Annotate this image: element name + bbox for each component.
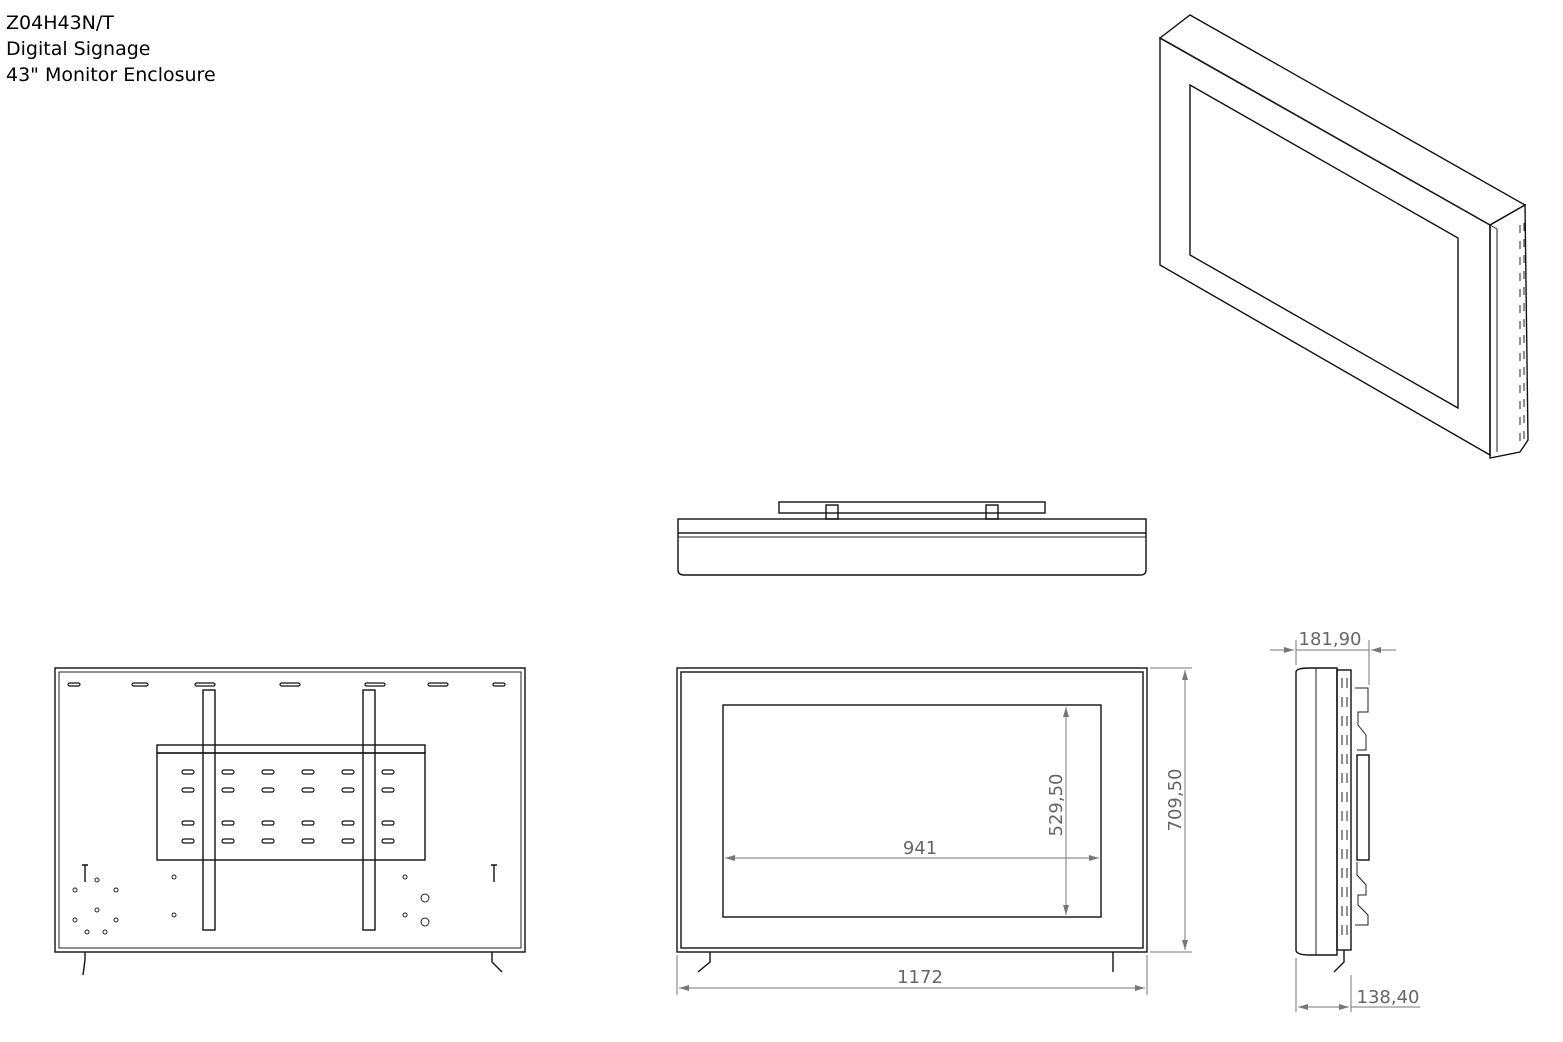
- screw-hole: [171, 874, 177, 880]
- screw-hole: [72, 917, 78, 923]
- mounting-slot: [381, 820, 395, 826]
- mounting-slot: [261, 838, 275, 844]
- window-height-label: 529,50: [1046, 774, 1067, 837]
- vent-slot: [194, 682, 216, 687]
- mounting-slot: [181, 820, 195, 826]
- mounting-slot: [381, 838, 395, 844]
- mounting-slot: [261, 787, 275, 793]
- screw-hole: [171, 912, 177, 918]
- vent-slot: [131, 682, 149, 687]
- window-width-label: 941: [903, 838, 937, 859]
- back-view: [54, 667, 526, 976]
- mounting-slot: [221, 838, 235, 844]
- screw-hole: [84, 929, 90, 935]
- mounting-slot: [341, 787, 355, 793]
- mounting-slot: [181, 838, 195, 844]
- mounting-slot: [181, 787, 195, 793]
- total-depth-label: 181,90: [1299, 629, 1362, 650]
- mounting-slot: [221, 787, 235, 793]
- screw-hole: [402, 912, 408, 918]
- screw-hole: [94, 907, 100, 913]
- mounting-slot: [381, 769, 395, 775]
- screw-hole: [72, 887, 78, 893]
- top-view: [677, 501, 1147, 576]
- mounting-slot: [301, 769, 315, 775]
- product-description: 43" Monitor Enclosure: [6, 64, 216, 86]
- vent-slot: [279, 682, 301, 687]
- screw-hole: [94, 877, 100, 883]
- cable-hole: [420, 917, 430, 927]
- overall-width-label: 1172: [897, 967, 943, 988]
- mounting-slot: [221, 769, 235, 775]
- mounting-slot: [221, 820, 235, 826]
- mounting-slot: [301, 838, 315, 844]
- isometric-view: [1158, 14, 1529, 459]
- screw-hole: [113, 887, 119, 893]
- side-view: 181,90 138,40: [1270, 629, 1420, 1012]
- drawing-title-block: Z04H43N/T Digital Signage 43" Monitor En…: [6, 10, 216, 88]
- mounting-slot: [381, 787, 395, 793]
- mounting-slot: [301, 820, 315, 826]
- model-number: Z04H43N/T: [6, 12, 114, 34]
- mounting-slot: [341, 838, 355, 844]
- vent-slot: [67, 682, 81, 687]
- screw-hole: [402, 874, 408, 880]
- product-type: Digital Signage: [6, 38, 151, 60]
- vent-slot: [492, 682, 506, 687]
- mounting-slot: [261, 769, 275, 775]
- overall-height-label: 709,50: [1165, 769, 1186, 832]
- cable-hole: [420, 893, 430, 903]
- mounting-slot: [341, 820, 355, 826]
- mounting-slot: [181, 769, 195, 775]
- front-view: 941 529,50 709,50 1172: [676, 667, 1192, 995]
- mounting-slot: [301, 787, 315, 793]
- mounting-slot: [341, 769, 355, 775]
- mounting-slot: [261, 820, 275, 826]
- screw-hole: [113, 917, 119, 923]
- enclosure-depth-label: 138,40: [1357, 987, 1420, 1008]
- vent-slot: [364, 682, 386, 687]
- screw-hole: [102, 929, 108, 935]
- vent-slot: [427, 682, 449, 687]
